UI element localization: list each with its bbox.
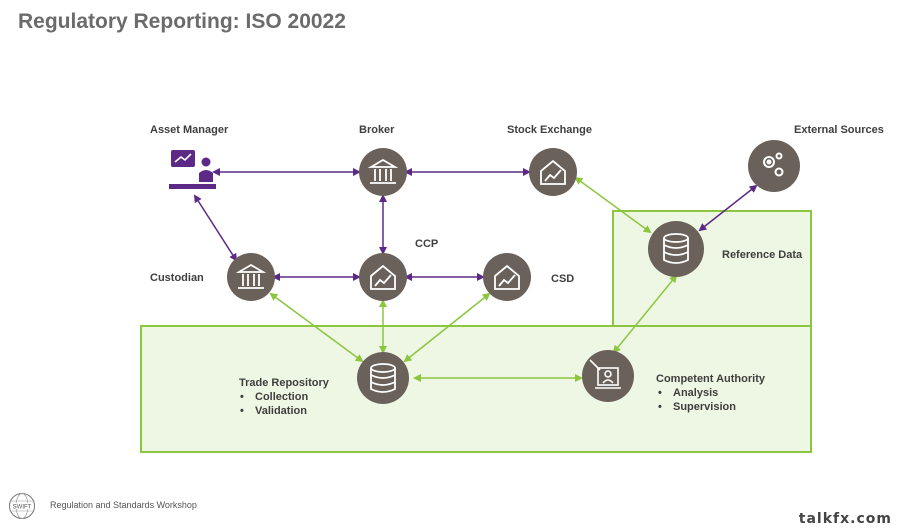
page-title: Regulatory Reporting: ISO 20022 bbox=[18, 10, 346, 33]
edge-custodian-trade-repository bbox=[269, 292, 364, 363]
competent-authority-item: Supervision bbox=[673, 401, 736, 413]
watermark: talkfx.com bbox=[798, 511, 892, 527]
footer-text: Regulation and Standards Workshop bbox=[50, 500, 197, 510]
ccp-node[interactable] bbox=[359, 253, 407, 301]
database-icon bbox=[663, 233, 689, 264]
house-chart-icon bbox=[540, 159, 566, 185]
custodian-label: Custodian bbox=[150, 272, 204, 284]
stock-exchange-node[interactable] bbox=[529, 148, 577, 196]
trade-repository-item: Collection bbox=[255, 391, 308, 403]
database-icon bbox=[370, 363, 396, 393]
house-chart-icon bbox=[494, 264, 520, 290]
authority-icon bbox=[589, 359, 621, 389]
reference-data-node[interactable] bbox=[648, 221, 704, 277]
competent-authority-node[interactable] bbox=[582, 350, 634, 402]
edge-reference-authority bbox=[612, 274, 678, 354]
edge-stock-exchange-reference bbox=[574, 176, 652, 234]
ccp-label: CCP bbox=[415, 238, 438, 250]
reference-data-label: Reference Data bbox=[722, 249, 803, 261]
asset-manager-label: Asset Manager bbox=[150, 124, 229, 136]
bullet: • bbox=[658, 387, 662, 399]
competent-authority-label: Competent Authority bbox=[656, 373, 766, 385]
broker-node[interactable] bbox=[359, 148, 407, 196]
trade-repository-item: Validation bbox=[255, 405, 307, 417]
trade-repository-node[interactable] bbox=[357, 352, 409, 404]
reference-data-zone bbox=[612, 210, 812, 327]
edge-csd-trade-repository bbox=[403, 292, 491, 363]
regulatory-zone bbox=[140, 325, 812, 453]
broker-label: Broker bbox=[359, 124, 395, 136]
swift-logo: SWIFT bbox=[8, 492, 36, 525]
bullet: • bbox=[658, 401, 662, 413]
csd-node[interactable] bbox=[483, 253, 531, 301]
custodian-node[interactable] bbox=[227, 253, 275, 301]
bullet: • bbox=[240, 405, 244, 417]
csd-label: CSD bbox=[551, 273, 574, 285]
gears-icon bbox=[763, 152, 784, 177]
swift-logo-text: SWIFT bbox=[13, 504, 32, 510]
external-sources-label: External Sources bbox=[794, 124, 884, 136]
competent-authority-item: Analysis bbox=[673, 387, 718, 399]
house-chart-icon bbox=[370, 264, 396, 290]
bank-icon bbox=[367, 158, 399, 184]
bank-icon bbox=[235, 263, 267, 289]
presenter-chart-icon bbox=[169, 150, 216, 189]
bullet: • bbox=[240, 391, 244, 403]
stock-exchange-label: Stock Exchange bbox=[507, 124, 592, 136]
edge-asset-manager-custodian bbox=[193, 194, 238, 262]
trade-repository-label: Trade Repository bbox=[239, 377, 330, 389]
external-sources-node[interactable] bbox=[748, 140, 800, 192]
edge-external-reference bbox=[698, 184, 758, 232]
